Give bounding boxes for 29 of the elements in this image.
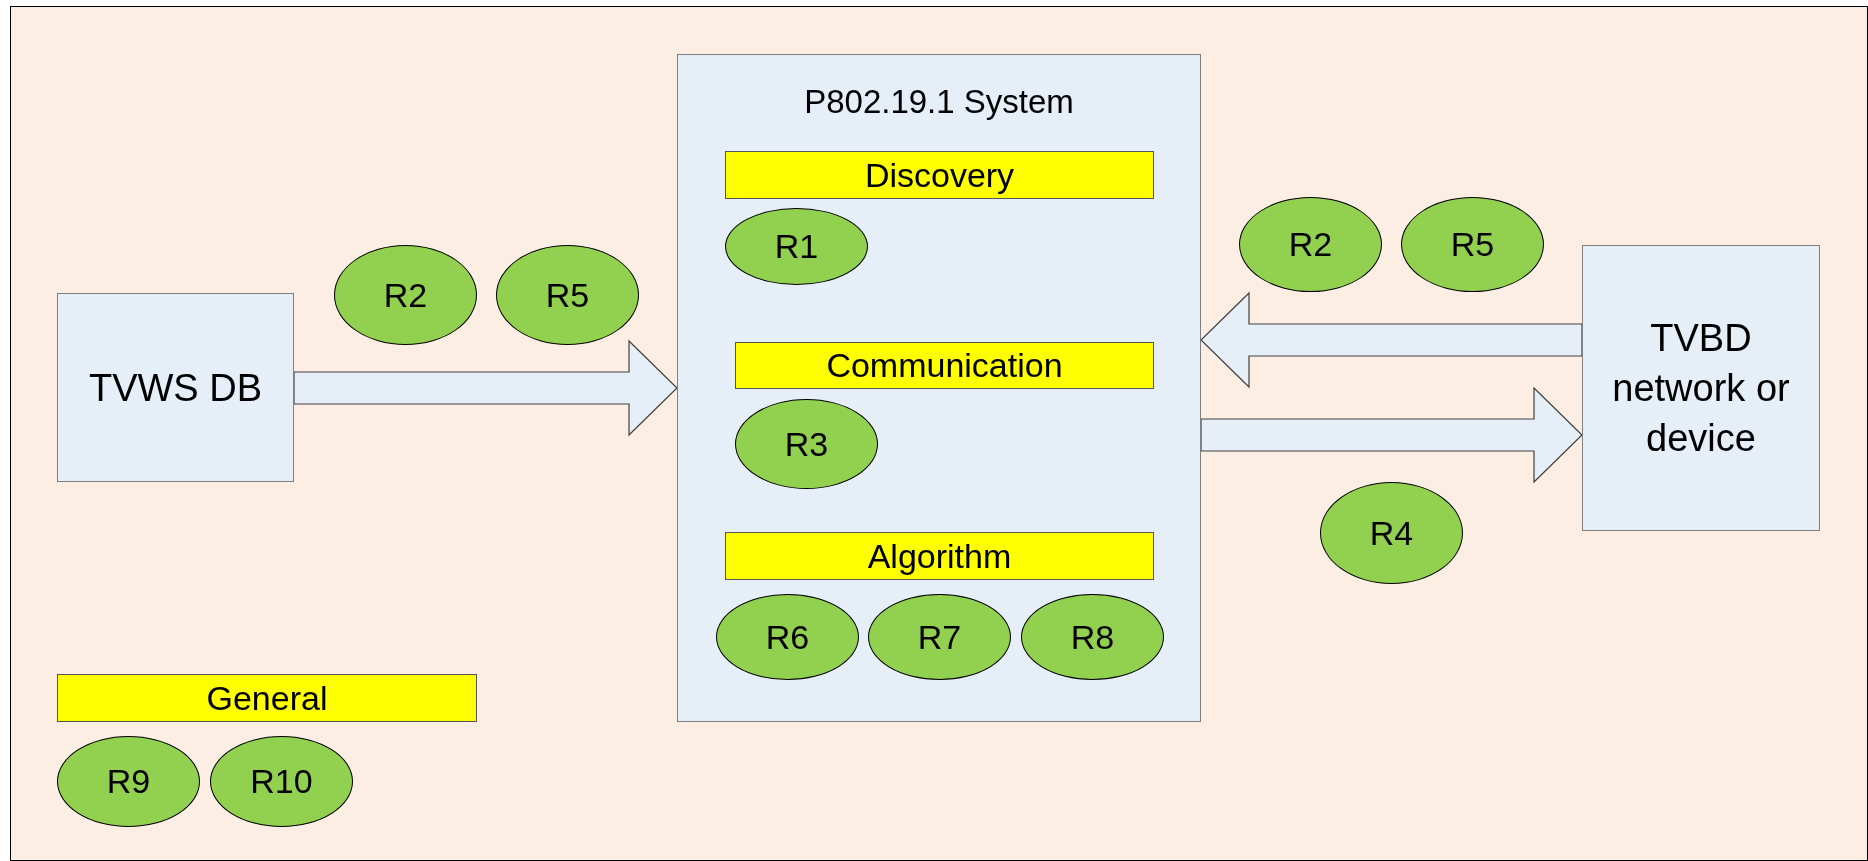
category-label: Discovery	[864, 154, 1015, 196]
block-label: TVBD network or device	[1611, 316, 1791, 461]
system-title: P802.19.1 System	[803, 82, 1075, 122]
block-arrow	[1200, 386, 1583, 484]
requirement-label: R4	[1369, 512, 1414, 554]
category-bar	[735, 342, 1154, 389]
category-bar	[725, 532, 1154, 580]
category-bar	[725, 151, 1154, 199]
block-box	[1582, 245, 1820, 531]
category-label: General	[206, 677, 328, 719]
requirement-label: R8	[1070, 616, 1115, 658]
requirement-label: R6	[765, 616, 810, 658]
requirement-label: R9	[106, 761, 151, 802]
block-label: TVWS DB	[88, 365, 263, 411]
requirement-label: R10	[250, 761, 313, 802]
category-label: Algorithm	[867, 535, 1012, 577]
requirement-label: R5	[1450, 224, 1495, 265]
category-bar	[57, 674, 477, 722]
requirement-label: R1	[774, 226, 819, 267]
block-box	[57, 293, 294, 482]
system-box	[677, 54, 1201, 722]
requirement-label: R5	[545, 274, 590, 316]
category-label: Communication	[826, 345, 1063, 386]
requirement-label: R2	[1288, 224, 1333, 265]
requirement-label: R2	[383, 274, 428, 316]
requirement-label: R7	[917, 616, 962, 658]
block-arrow	[1200, 291, 1583, 389]
requirement-label: R3	[784, 423, 829, 465]
block-arrow	[293, 339, 678, 437]
